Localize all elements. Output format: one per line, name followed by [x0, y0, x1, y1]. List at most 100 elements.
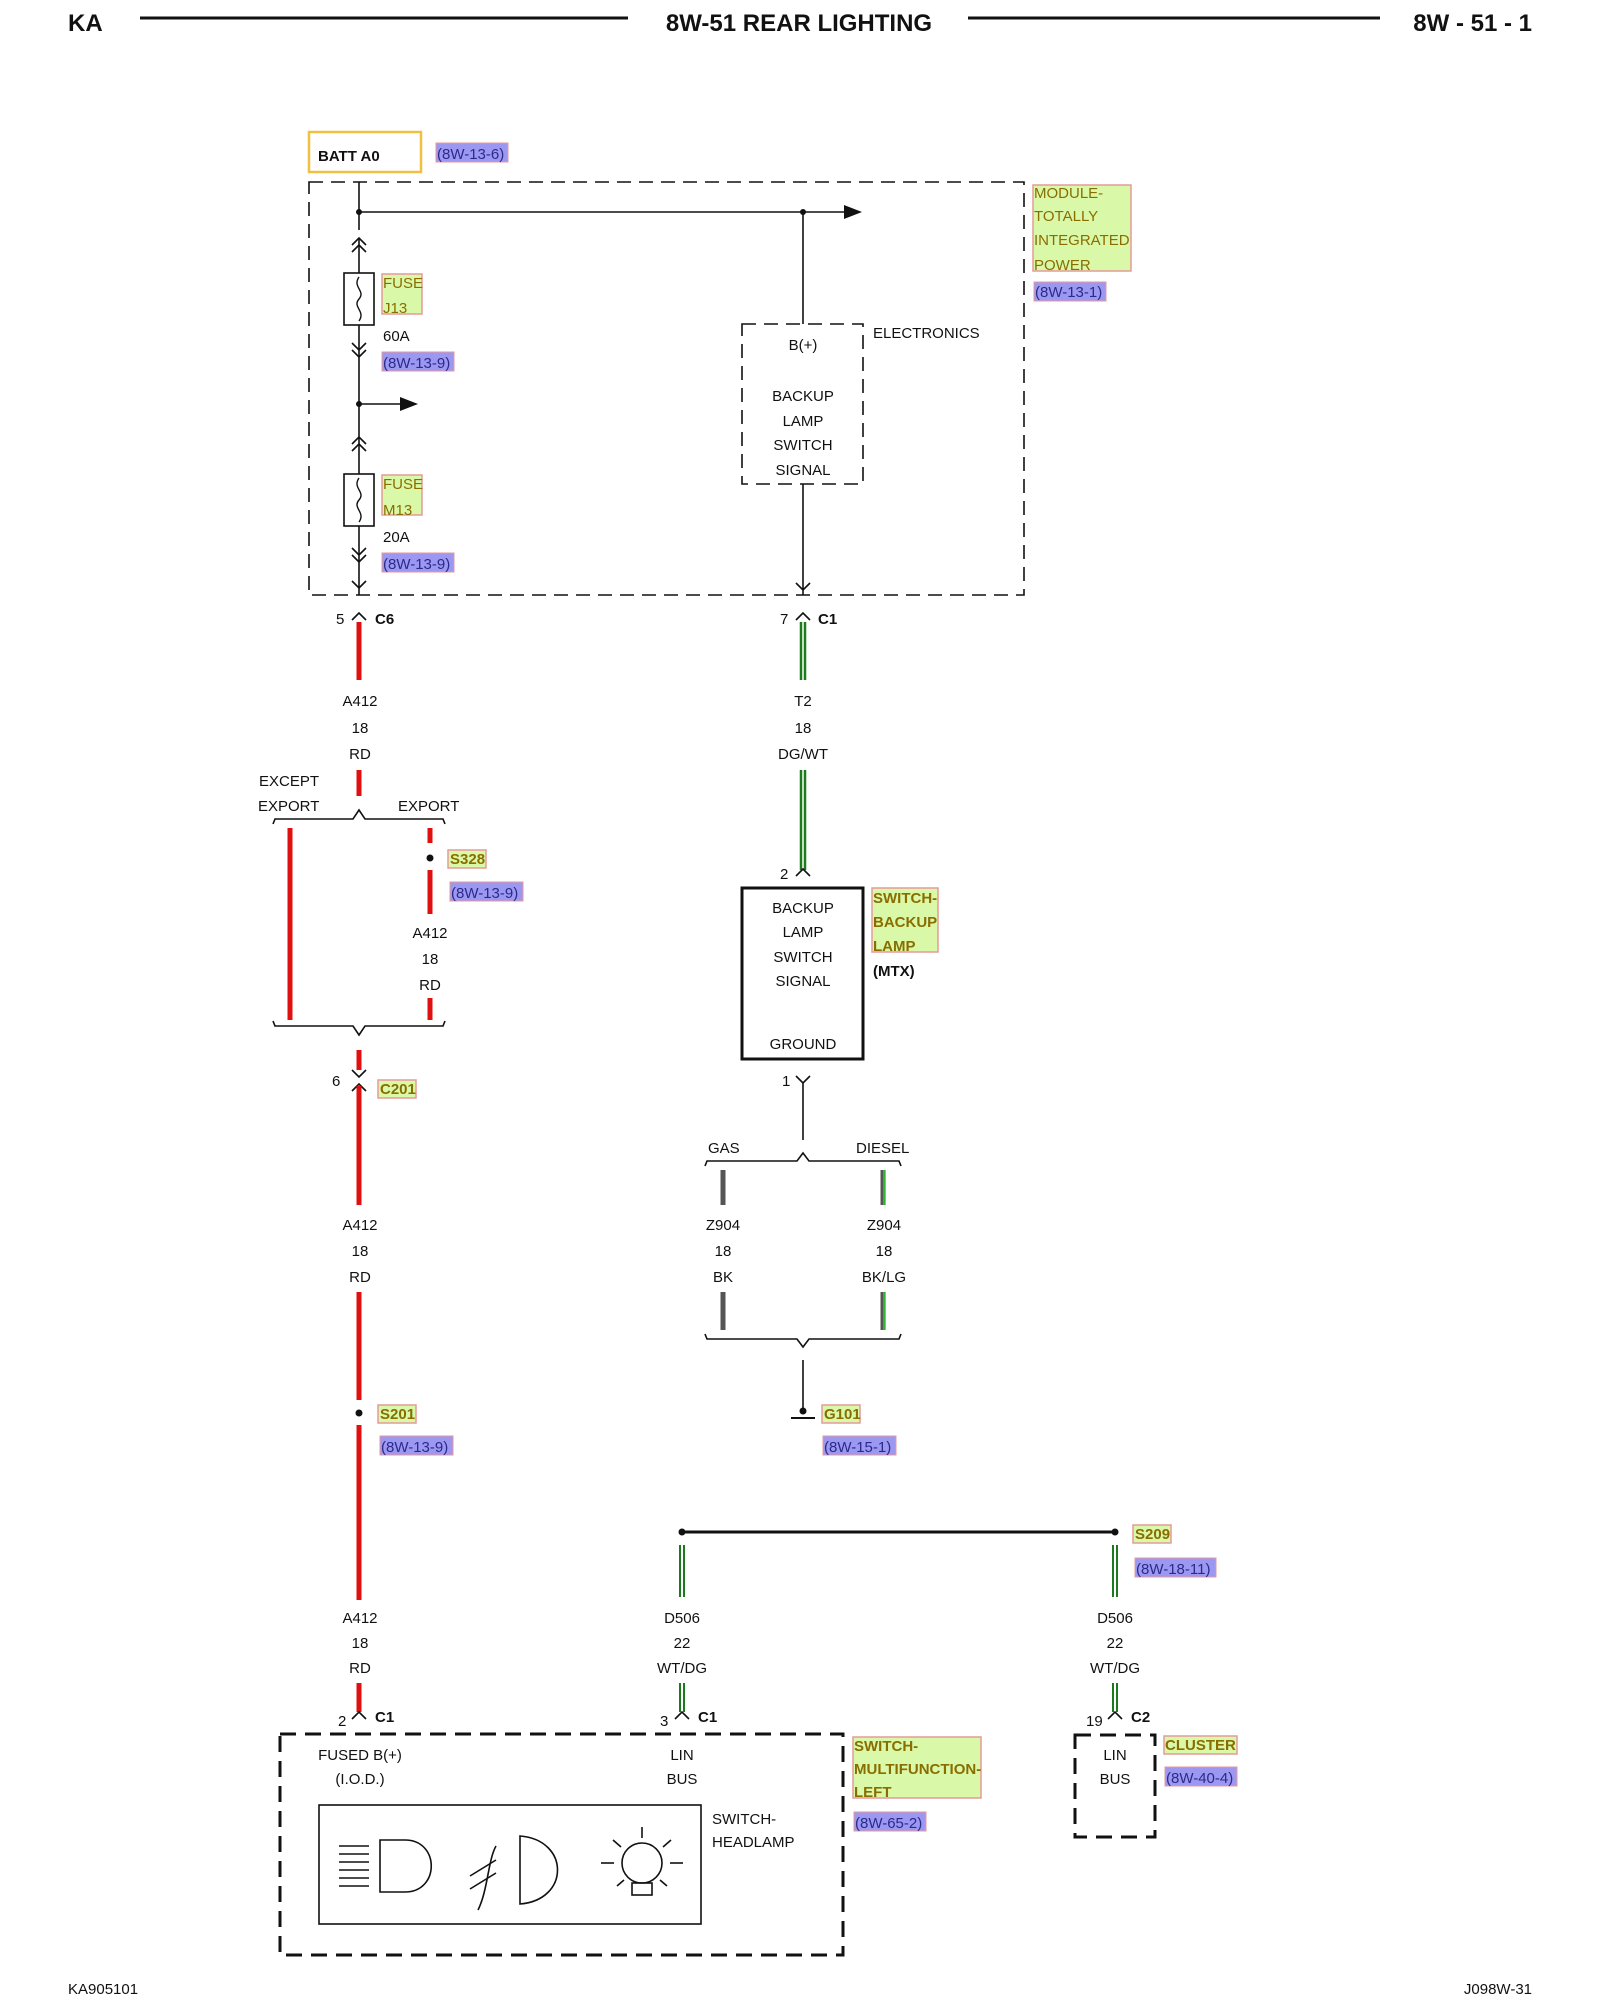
backup-switch-tag[interactable]	[871, 887, 939, 953]
parking-lamp-icon	[601, 1827, 683, 1896]
mf-lin-1: LIN	[670, 1747, 693, 1764]
tipm-name-1: MODULE-	[1034, 185, 1103, 202]
s328-ref[interactable]: (8W-13-9)	[451, 885, 518, 902]
wire-a412-low-circuit: A412	[342, 1610, 377, 1627]
wire-a412-export-color: RD	[419, 977, 441, 994]
wire-t2-circuit: T2	[794, 693, 812, 710]
splice-dot-icon	[355, 1409, 363, 1417]
tipm-name-tag[interactable]	[1032, 184, 1132, 272]
mf-lin-pin: 3	[660, 1713, 668, 1730]
c1-top-pin: 7	[780, 611, 788, 628]
c201-pin: 6	[332, 1073, 340, 1090]
wire-a412-gauge: 18	[352, 720, 369, 737]
batt-a0-label: BATT A0	[318, 148, 380, 165]
branch-except-1: EXCEPT	[259, 773, 319, 790]
wire-a412-color: RD	[349, 746, 371, 763]
backup-switch-pin-top: 2	[780, 866, 788, 883]
s201-ref-tag[interactable]	[379, 1435, 454, 1456]
connector-chevron-icon	[674, 1711, 690, 1720]
cluster-lin-2: BUS	[1100, 1771, 1131, 1788]
s201-ref[interactable]: (8W-13-9)	[381, 1439, 448, 1456]
mf-name-tag[interactable]	[852, 1736, 982, 1799]
wire-a412-mid-circuit: A412	[342, 1217, 377, 1234]
mf-lin-2: BUS	[667, 1771, 698, 1788]
g101-ref-tag[interactable]	[822, 1435, 897, 1456]
fuse-m13-rating: 20A	[383, 529, 410, 546]
c201-tag[interactable]	[377, 1079, 417, 1099]
tipm-electronics-label: ELECTRONICS	[873, 325, 980, 342]
header-left: KA	[68, 10, 103, 37]
backup-switch-line-1: BACKUP	[772, 900, 834, 917]
s201-name: S201	[380, 1406, 415, 1423]
wire-z904-gas-color: BK	[713, 1269, 733, 1286]
connector-chevron-icon	[795, 1075, 811, 1084]
fuse-m13-tag[interactable]	[381, 474, 423, 516]
tipm-ref[interactable]: (8W-13-1)	[1035, 284, 1102, 301]
fuse-j13-element	[356, 276, 362, 322]
s209-tag[interactable]	[1132, 1524, 1172, 1544]
c6-name: C6	[375, 611, 394, 628]
fuse-m13-name-2: M13	[383, 502, 412, 519]
wire-d506-right-color: WT/DG	[1090, 1660, 1140, 1677]
mf-a412-conn: C1	[375, 1709, 394, 1726]
connector-chevron-icon	[795, 612, 811, 621]
s328-ref-tag[interactable]	[449, 881, 524, 902]
fuse-m13-name-1: FUSE	[383, 476, 423, 493]
backup-switch-line-2: LAMP	[783, 924, 824, 941]
mf-ref-tag[interactable]	[853, 1811, 927, 1832]
cluster-tag[interactable]	[1163, 1735, 1238, 1755]
tipm-outline	[308, 181, 1025, 596]
g101-ref[interactable]: (8W-15-1)	[824, 1439, 891, 1456]
fuse-j13-tag[interactable]	[381, 273, 423, 315]
wire-d506-right-circuit: D506	[1097, 1610, 1133, 1627]
c6-pin: 5	[336, 611, 344, 628]
branch-bracket-bottom	[272, 1020, 446, 1037]
backup-switch-name-3: LAMP	[873, 938, 916, 955]
batt-ref[interactable]: (8W-13-6)	[437, 146, 504, 163]
mf-headlamp-1: SWITCH-	[712, 1811, 776, 1828]
mf-fused-1: FUSED B(+)	[318, 1747, 402, 1764]
fuse-j13-ref[interactable]: (8W-13-9)	[383, 355, 450, 372]
headlamp-switch-box	[318, 1804, 702, 1925]
connector-chevron-icon	[351, 612, 367, 621]
tipm-bplus-pin: B(+)	[789, 337, 818, 354]
wire-t2-color: DG/WT	[778, 746, 828, 763]
fuse-m13-ref[interactable]: (8W-13-9)	[383, 556, 450, 573]
tipm-inner-line-3: SWITCH	[773, 437, 832, 454]
fuse-j13-rating: 60A	[383, 328, 410, 345]
batt-ref-tag[interactable]	[435, 142, 509, 163]
g101-tag[interactable]	[821, 1404, 861, 1424]
cluster-conn: C2	[1131, 1709, 1150, 1726]
s209-ref[interactable]: (8W-18-11)	[1136, 1561, 1210, 1578]
mf-name-3: LEFT	[854, 1784, 892, 1801]
fuse-j13-ref-tag[interactable]	[381, 351, 455, 372]
splice-dot-icon	[426, 854, 434, 862]
ground-icon	[791, 1407, 815, 1419]
s209-ref-tag[interactable]	[1134, 1557, 1217, 1578]
s328-tag[interactable]	[447, 849, 487, 869]
cluster-ref-tag[interactable]	[1164, 1766, 1238, 1787]
arrow-right-icon	[400, 397, 418, 411]
fuse-m13-ref-tag[interactable]	[381, 552, 455, 573]
mf-fused-2: (I.O.D.)	[335, 1771, 384, 1788]
page-title: 8W-51 REAR LIGHTING	[666, 10, 932, 37]
mf-headlamp-2: HEADLAMP	[712, 1834, 795, 1851]
mf-ref[interactable]: (8W-65-2)	[855, 1815, 922, 1832]
wire-d506-left-color: WT/DG	[657, 1660, 707, 1677]
s328-name: S328	[450, 851, 485, 868]
s201-tag[interactable]	[377, 1404, 417, 1424]
backup-switch-name-2: BACKUP	[873, 914, 937, 931]
wire-d506-left-gauge: 22	[674, 1635, 691, 1652]
tipm-ref-tag[interactable]	[1033, 281, 1107, 302]
branch-except-2: EXPORT	[258, 798, 319, 815]
wire-z904-diesel-gauge: 18	[876, 1243, 893, 1260]
backup-switch-pin-bottom: 1	[782, 1073, 790, 1090]
g101-name: G101	[824, 1406, 861, 1423]
tipm-bus-dot-2	[800, 209, 806, 215]
c201-name: C201	[380, 1081, 416, 1098]
cluster-ref[interactable]: (8W-40-4)	[1166, 1770, 1233, 1787]
fuel-bracket-top	[704, 1151, 902, 1167]
tipm-backup-signal-box	[741, 323, 864, 485]
tipm-inner-line-4: SIGNAL	[775, 462, 830, 479]
